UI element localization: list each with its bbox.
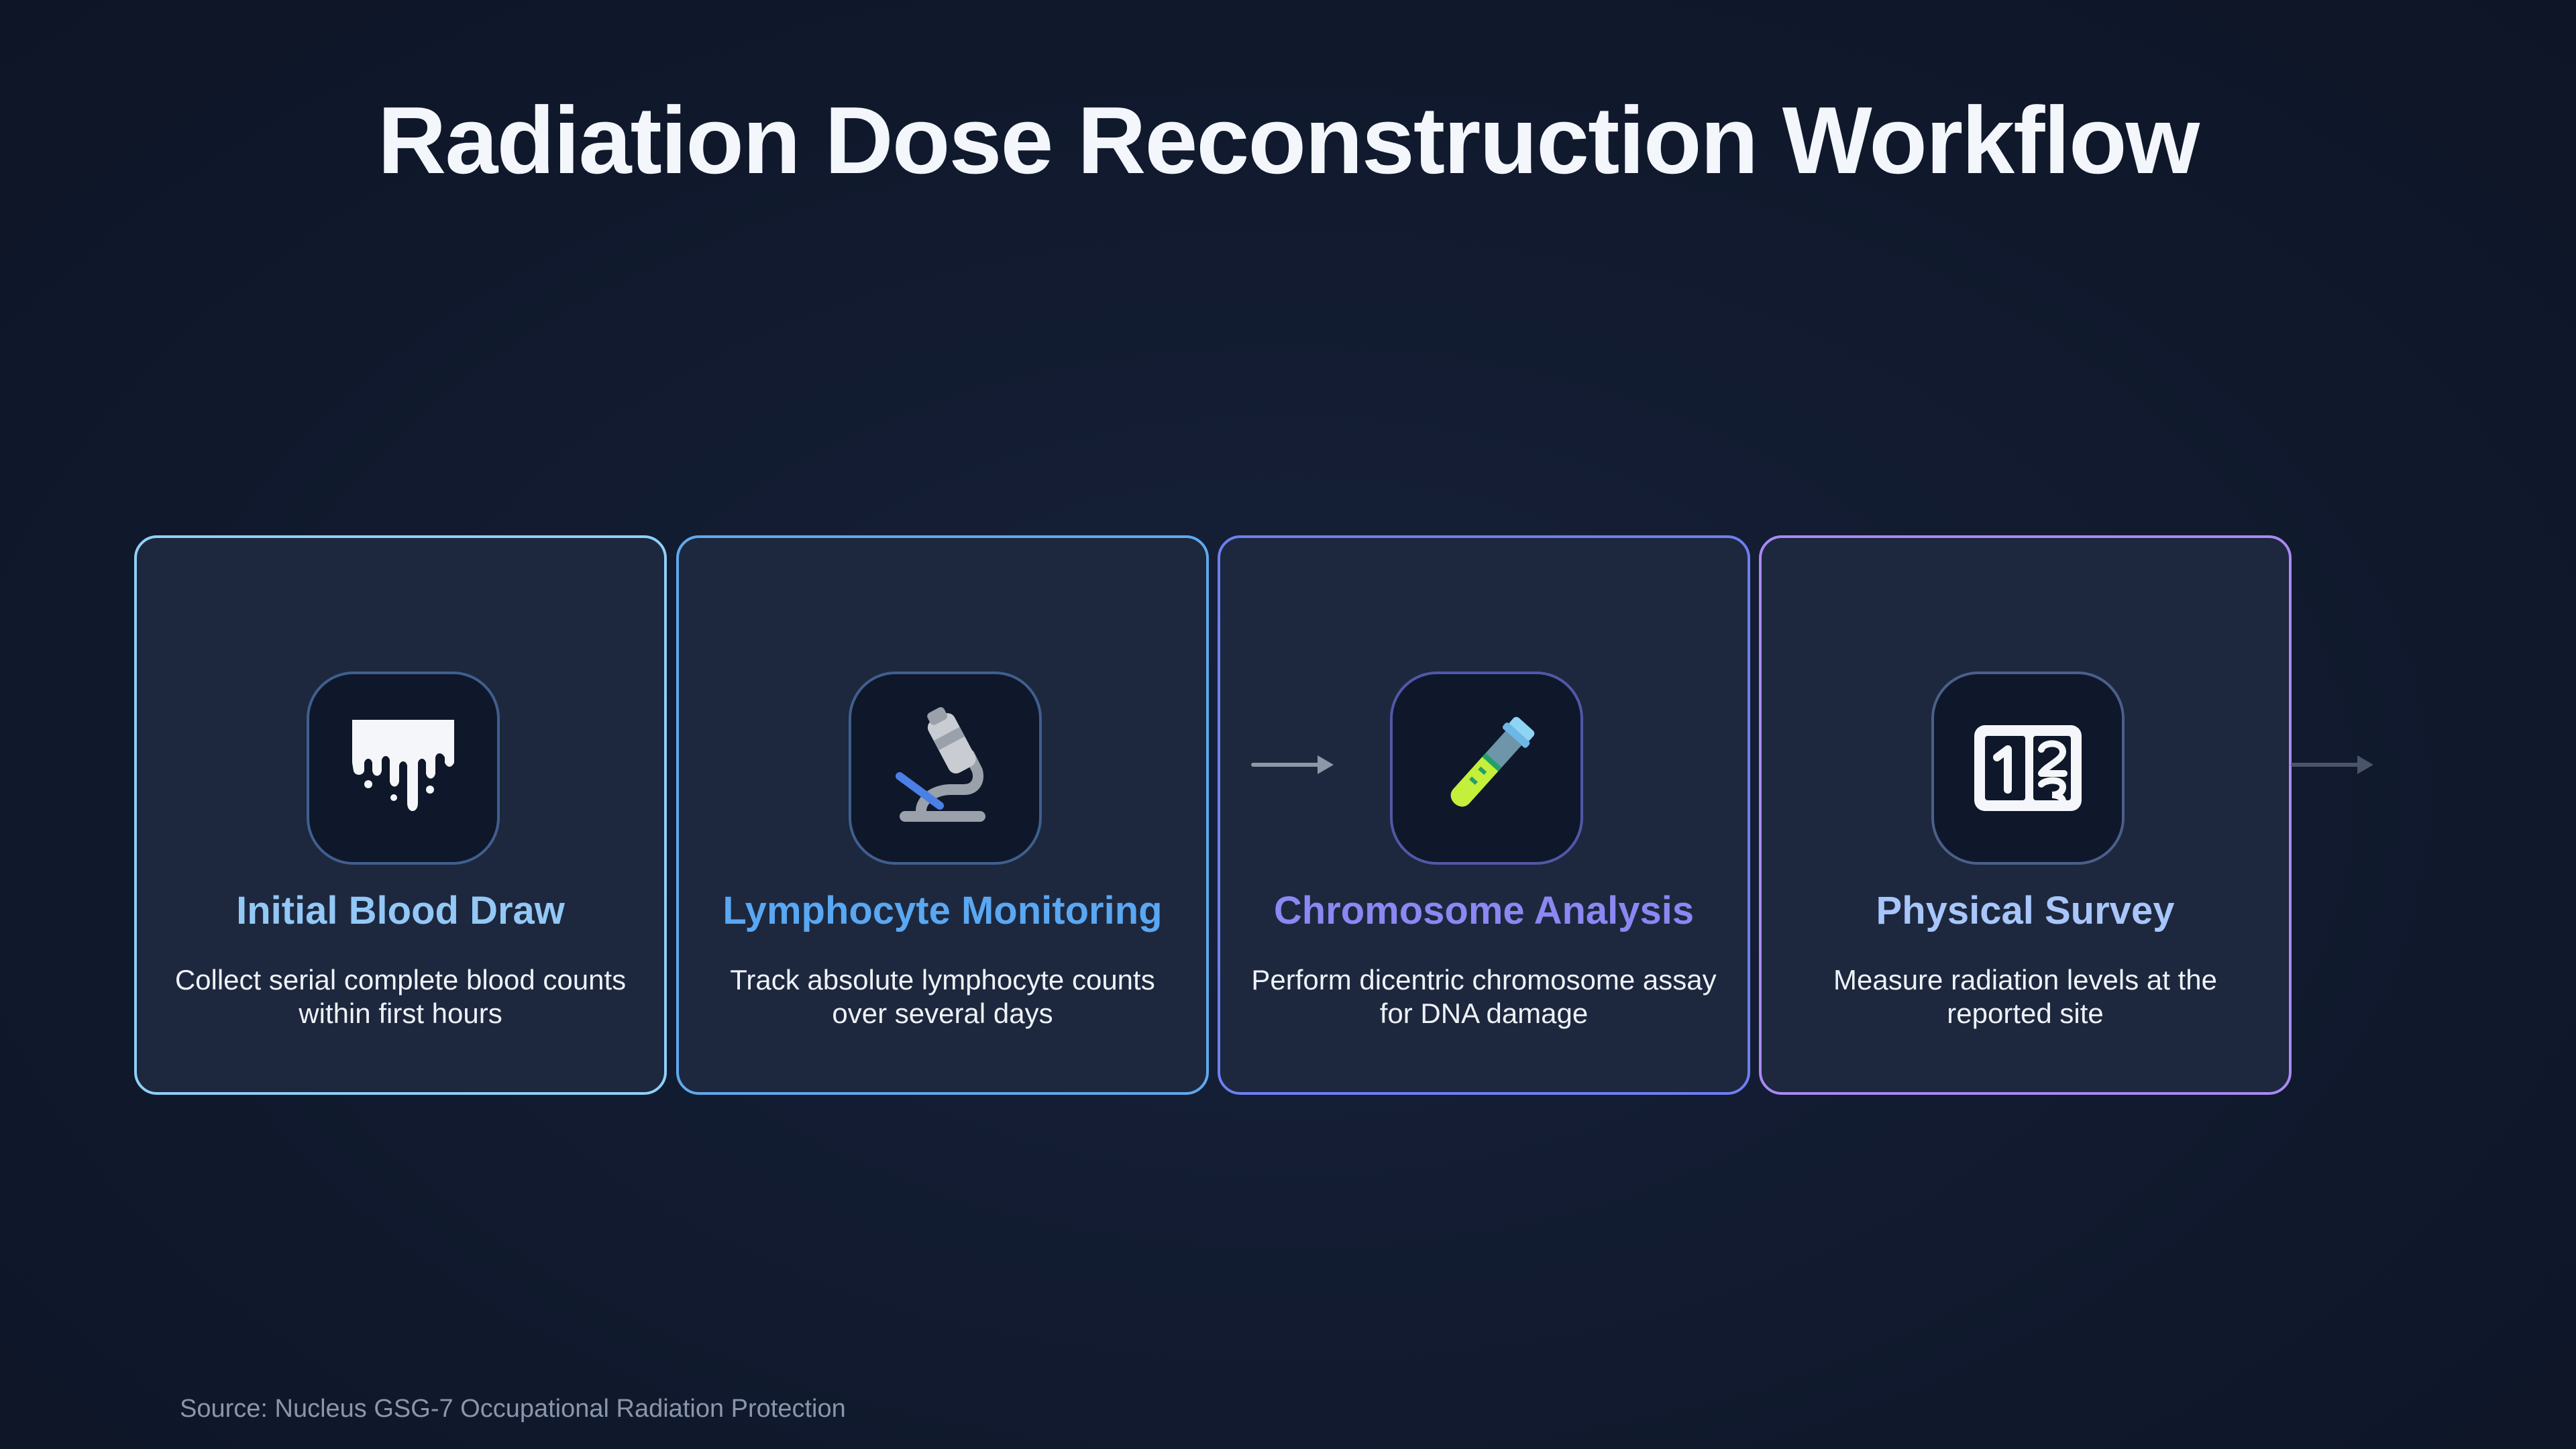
step-title: Initial Blood Draw [236,889,565,932]
test-tube-icon [1450,716,1535,807]
arrow-connector-end [2291,755,2373,774]
dripping-liquid-icon [352,720,454,811]
step-title: Chromosome Analysis [1273,889,1695,932]
numbers-icon [1974,725,2082,811]
step-card-lymphocyte-monitoring: Lymphocyte Monitoring Track absolute lym… [676,535,1209,1095]
step-description: Collect serial complete blood counts wit… [174,964,627,1029]
step-title: Lymphocyte Monitoring [722,889,1163,932]
arrow-connector-2-3 [1251,755,1334,774]
step-description: Measure radiation levels at the reported… [1833,964,2217,1029]
microscope-icon [896,707,985,822]
step-card-physical-survey: Physical Survey Measure radiation levels… [1759,535,2292,1095]
step-icon-container [307,672,500,865]
step-card-initial-blood-draw: Initial Blood Draw Collect serial comple… [134,535,667,1095]
source-citation: Source: Nucleus GSG-7 Occupational Radia… [180,1395,846,1423]
step-icon-container [1931,672,2125,865]
step-title: Physical Survey [1876,889,2175,932]
step-description: Perform dicentric chromosome assay for D… [1251,964,1717,1029]
page-title: Radiation Dose Reconstruction Workflow [377,87,2200,194]
step-description: Track absolute lymphocyte counts over se… [730,964,1155,1029]
step-icon-container [1390,672,1583,865]
step-card-chromosome-analysis: Chromosome Analysis Perform dicentric ch… [1218,535,1750,1095]
step-icon-container [849,672,1042,865]
